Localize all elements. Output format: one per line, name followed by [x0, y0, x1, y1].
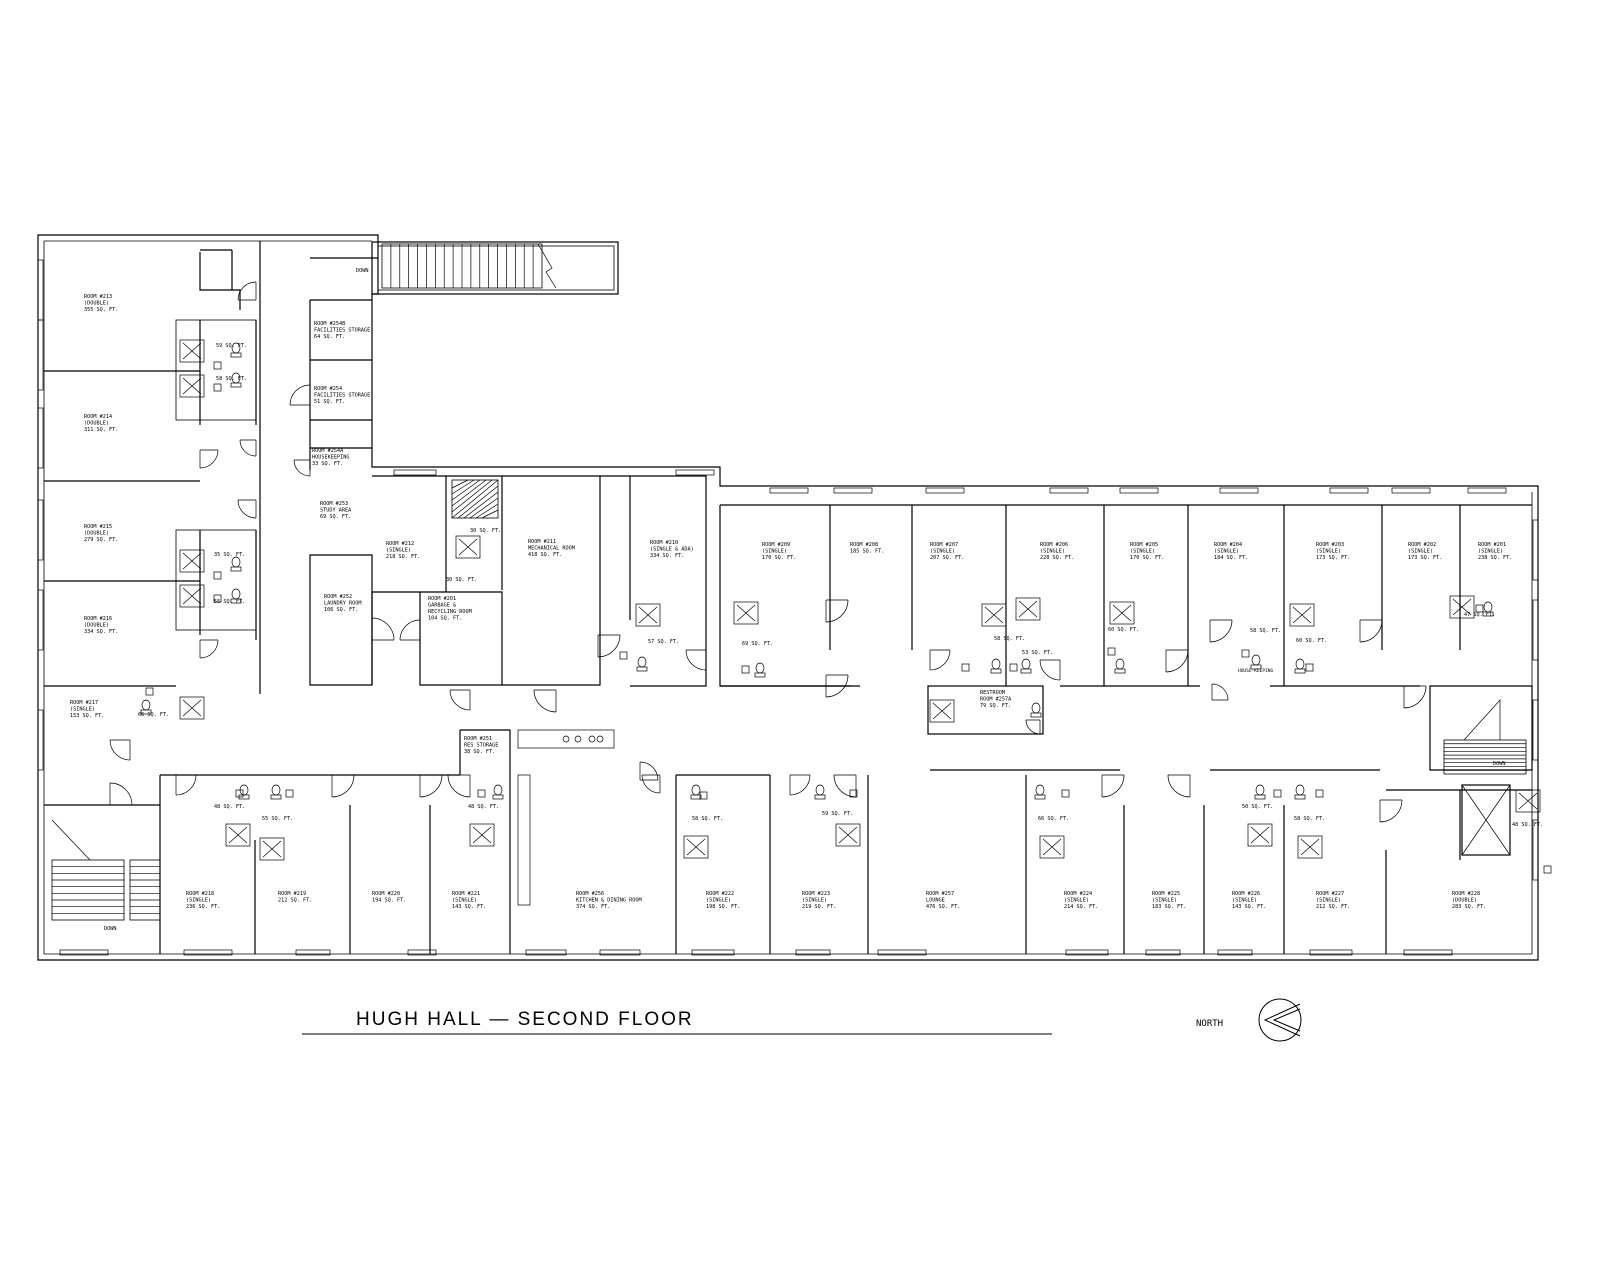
area-label: 48 SQ. FT. — [1512, 822, 1543, 828]
room-label-213: ROOM #213(DOUBLE)355 SQ. FT. — [84, 294, 118, 313]
area-label: 58 SQ. FT. — [1294, 816, 1325, 822]
stair-label-west: DOWN — [104, 926, 117, 932]
north-arrow: NORTH — [1196, 998, 1302, 1042]
room-label-210: ROOM #210(SINGLE & ADA)334 SQ. FT. — [650, 540, 694, 559]
room-label-215: ROOM #215(DOUBLE)279 SQ. FT. — [84, 524, 118, 543]
room-label-214: ROOM #214(DOUBLE)311 SQ. FT. — [84, 414, 118, 433]
stair-label-east: DOWN — [1493, 761, 1506, 767]
room-label-224: ROOM #224(SINGLE)214 SQ. FT. — [1064, 891, 1098, 910]
area-label: 66 SQ. FT. — [1038, 816, 1069, 822]
room-label-209: ROOM #209(SINGLE)170 SQ. FT. — [762, 542, 796, 561]
room-label-205: ROOM #205(SINGLE)170 SQ. FT. — [1130, 542, 1164, 561]
room-labels: ROOM #213(DOUBLE)355 SQ. FT. ROOM #214(DO… — [70, 294, 1512, 910]
area-label: 30 SQ. FT. — [446, 577, 477, 583]
room-label-212: ROOM #212(SINGLE)218 SQ. FT. — [386, 541, 420, 560]
stair-east — [1443, 699, 1527, 775]
exterior-walls — [37, 234, 1539, 961]
area-label: 66 SQ. FT. — [138, 712, 169, 718]
area-label: 55 SQ. FT. — [214, 599, 245, 605]
area-label: 35 SQ. FT. — [214, 552, 245, 558]
small-area-labels: 59 SQ. FT. 58 SQ. FT. 35 SQ. FT. 55 SQ. FT.… — [138, 343, 1543, 828]
room-label-225: ROOM #225(SINGLE)183 SQ. FT. — [1152, 891, 1186, 910]
area-label: 57 SQ. FT. — [648, 639, 679, 645]
area-label: 59 SQ. FT. — [822, 811, 853, 817]
plan-title: HUGH HALL — SECOND FLOOR — [302, 1009, 1052, 1035]
area-label: 47 SQ. FT. — [1464, 612, 1495, 618]
area-label: 58 SQ. FT. — [1250, 628, 1281, 634]
area-label: 48 SQ. FT. — [214, 804, 245, 810]
room-label-223: ROOM #223(SINGLE)219 SQ. FT. — [802, 891, 836, 910]
room-label-204: ROOM #204(SINGLE)184 SQ. FT. — [1214, 542, 1248, 561]
area-label: 55 SQ. FT. — [262, 816, 293, 822]
room-label-202: ROOM #202(SINGLE)173 SQ. FT. — [1408, 542, 1442, 561]
interior-walls — [44, 241, 1533, 954]
area-label: 48 SQ. FT. — [468, 804, 499, 810]
room-label-218: ROOM #218(SINGLE)236 SQ. FT. — [186, 891, 220, 910]
room-label-201: ROOM #201(SINGLE)238 SQ. FT. — [1478, 542, 1512, 561]
room-label-226: ROOM #226(SINGLE)143 SQ. FT. — [1232, 891, 1266, 910]
plan-title-text: HUGH HALL — SECOND FLOOR — [356, 1009, 694, 1030]
room-label-228: ROOM #228(DOUBLE)283 SQ. FT. — [1452, 891, 1486, 910]
area-label: 58 SQ. FT. — [692, 816, 723, 822]
area-label: 58 SQ. FT. — [216, 376, 247, 382]
windows — [37, 259, 1539, 956]
stair-north — [381, 243, 557, 289]
area-label: 50 SQ. FT. — [1242, 804, 1273, 810]
room-label-206: ROOM #206(SINGLE)228 SQ. FT. — [1040, 542, 1074, 561]
room-label-222: ROOM #222(SINGLE)198 SQ. FT. — [706, 891, 740, 910]
room-label-221: ROOM #221(SINGLE)143 SQ. FT. — [452, 891, 486, 910]
housekeeping-label: HOUSE-KEEPING — [1238, 668, 1274, 674]
area-label: 53 SQ. FT. — [1022, 650, 1053, 656]
area-label: 60 SQ. FT. — [1296, 638, 1327, 644]
north-label: NORTH — [1196, 1019, 1223, 1029]
area-label: 69 SQ. FT. — [742, 641, 773, 647]
area-label: 58 SQ. FT. — [994, 636, 1025, 642]
room-label-217: ROOM #217(SINGLE)153 SQ. FT. — [70, 700, 104, 719]
stair-west — [51, 819, 161, 921]
bathroom-fixtures — [140, 339, 1552, 906]
area-label: 30 SQ. FT. — [470, 528, 501, 534]
room-label-227: ROOM #227(SINGLE)212 SQ. FT. — [1316, 891, 1350, 910]
room-label-207: ROOM #207(SINGLE)207 SQ. FT. — [930, 542, 964, 561]
north-arrow-icon — [1258, 998, 1302, 1042]
stair-label-north: DOWN — [356, 268, 369, 274]
door-swings — [109, 281, 1427, 823]
room-label-203: ROOM #203(SINGLE)173 SQ. FT. — [1316, 542, 1350, 561]
area-label: 59 SQ. FT. — [216, 343, 247, 349]
area-label: 60 SQ. FT. — [1108, 627, 1139, 633]
room-label-216: ROOM #216(DOUBLE)334 SQ. FT. — [84, 616, 118, 635]
